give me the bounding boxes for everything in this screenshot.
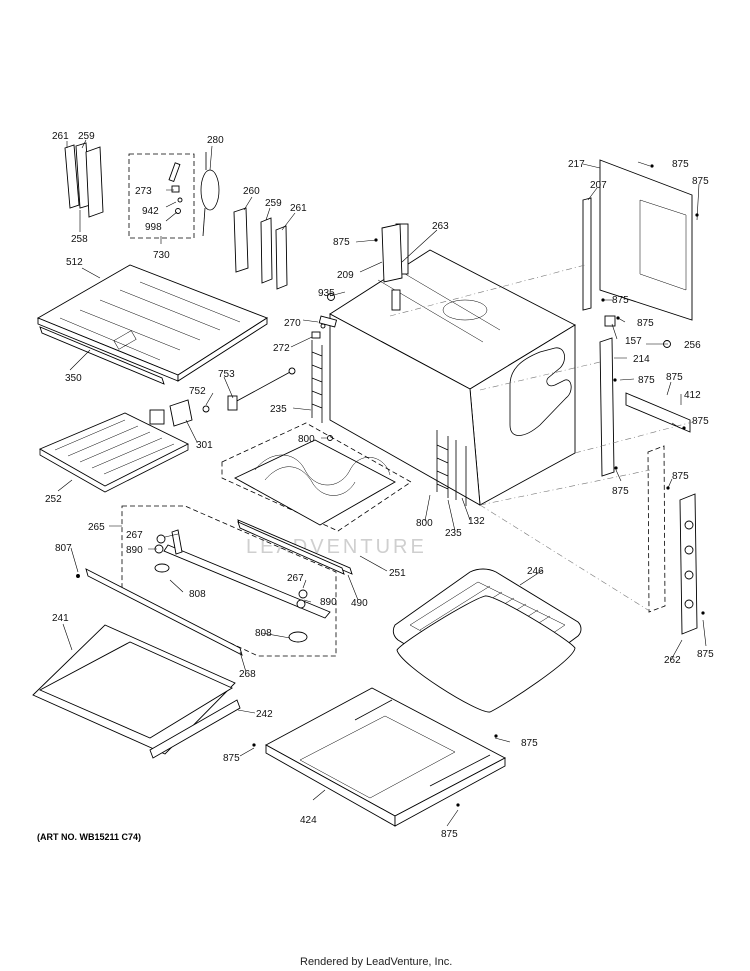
callout-875-r4[interactable]: 875 bbox=[638, 375, 655, 386]
part-412-bracket bbox=[625, 392, 691, 433]
callout-875-r7[interactable]: 875 bbox=[612, 486, 629, 497]
screw-dots bbox=[76, 164, 705, 807]
part-280-cable bbox=[200, 152, 220, 237]
part-490-strip bbox=[237, 521, 345, 575]
callout-301[interactable]: 301 bbox=[196, 440, 213, 451]
part-157-switch bbox=[604, 315, 616, 327]
callout-217[interactable]: 217 bbox=[568, 159, 585, 170]
callout-260[interactable]: 260 bbox=[243, 186, 260, 197]
part-350-strip bbox=[39, 326, 165, 385]
part-214-rail bbox=[599, 337, 615, 477]
part-512-top-panel bbox=[36, 264, 268, 382]
callout-935[interactable]: 935 bbox=[318, 288, 335, 299]
callout-875-r5[interactable]: 875 bbox=[666, 372, 683, 383]
part-753-sensor bbox=[227, 367, 296, 411]
callout-808[interactable]: 808 bbox=[189, 589, 206, 600]
part-217-side-panel bbox=[599, 159, 693, 321]
part-246-broiler-pan bbox=[392, 568, 582, 713]
part-730-assembly bbox=[128, 153, 195, 239]
callout-490[interactable]: 490 bbox=[351, 598, 368, 609]
callout-875-b3[interactable]: 875 bbox=[441, 829, 458, 840]
part-424-bottom-panel bbox=[265, 687, 506, 827]
callout-235[interactable]: 235 bbox=[270, 404, 287, 415]
part-209-bracket bbox=[381, 223, 403, 283]
callout-263[interactable]: 263 bbox=[432, 221, 449, 232]
callout-350[interactable]: 350 bbox=[65, 373, 82, 384]
part-258-vent bbox=[64, 142, 104, 218]
part-241-oven-rack bbox=[32, 624, 241, 759]
part-752-screw bbox=[202, 405, 210, 413]
callout-800[interactable]: 800 bbox=[298, 434, 315, 445]
callout-268[interactable]: 268 bbox=[239, 669, 256, 680]
callout-259-b[interactable]: 259 bbox=[265, 198, 282, 209]
callout-890[interactable]: 890 bbox=[126, 545, 143, 556]
callout-280[interactable]: 280 bbox=[207, 135, 224, 146]
leader-lines bbox=[57, 139, 707, 827]
callout-252[interactable]: 252 bbox=[45, 494, 62, 505]
part-235-rack-support-right bbox=[436, 430, 467, 506]
part-252-bake-element bbox=[38, 412, 190, 493]
callout-890-b[interactable]: 890 bbox=[320, 597, 337, 608]
callout-261[interactable]: 261 bbox=[52, 131, 69, 142]
callout-267[interactable]: 267 bbox=[126, 530, 143, 541]
callout-752[interactable]: 752 bbox=[189, 386, 206, 397]
callout-998[interactable]: 998 bbox=[145, 222, 162, 233]
callout-875-209[interactable]: 875 bbox=[333, 237, 350, 248]
callout-242[interactable]: 242 bbox=[256, 709, 273, 720]
callout-875-r3[interactable]: 875 bbox=[637, 318, 654, 329]
callout-235-b[interactable]: 235 bbox=[445, 528, 462, 539]
callout-800-b[interactable]: 800 bbox=[416, 518, 433, 529]
callout-730[interactable]: 730 bbox=[153, 250, 170, 261]
callout-424[interactable]: 424 bbox=[300, 815, 317, 826]
callout-273[interactable]: 273 bbox=[135, 186, 152, 197]
footer-credit[interactable]: Rendered by LeadVenture, Inc. bbox=[300, 956, 452, 968]
callout-270[interactable]: 270 bbox=[284, 318, 301, 329]
callout-807[interactable]: 807 bbox=[55, 543, 72, 554]
callout-875-b1[interactable]: 875 bbox=[223, 753, 240, 764]
part-301-bracket bbox=[149, 399, 193, 427]
oven-cavity bbox=[320, 223, 576, 506]
callout-267-b[interactable]: 267 bbox=[287, 573, 304, 584]
part-265-assembly bbox=[121, 505, 337, 657]
callout-875-r6[interactable]: 875 bbox=[692, 416, 709, 427]
callout-272[interactable]: 272 bbox=[273, 343, 290, 354]
callout-808-b[interactable]: 808 bbox=[255, 628, 272, 639]
part-235-rack-support-left bbox=[311, 340, 323, 423]
art-number: (ART NO. WB15211 C74) bbox=[37, 832, 141, 842]
callout-214[interactable]: 214 bbox=[633, 354, 650, 365]
callout-753[interactable]: 753 bbox=[218, 369, 235, 380]
callout-875-r8[interactable]: 875 bbox=[672, 471, 689, 482]
callout-209[interactable]: 209 bbox=[337, 270, 354, 281]
alignment-lines bbox=[389, 264, 701, 611]
callout-246[interactable]: 246 bbox=[527, 566, 544, 577]
callout-875-217[interactable]: 875 bbox=[672, 159, 689, 170]
callout-132[interactable]: 132 bbox=[468, 516, 485, 527]
part-260-vent bbox=[233, 207, 288, 290]
callout-875-r1[interactable]: 875 bbox=[692, 176, 709, 187]
callout-258[interactable]: 258 bbox=[71, 234, 88, 245]
callout-412[interactable]: 412 bbox=[684, 390, 701, 401]
callout-942[interactable]: 942 bbox=[142, 206, 159, 217]
callout-157[interactable]: 157 bbox=[625, 336, 642, 347]
callout-512[interactable]: 512 bbox=[66, 257, 83, 268]
part-262-hinge-receiver bbox=[647, 445, 698, 635]
callout-875-r9[interactable]: 875 bbox=[697, 649, 714, 660]
callout-262[interactable]: 262 bbox=[664, 655, 681, 666]
part-207-bracket bbox=[582, 197, 592, 311]
callout-241[interactable]: 241 bbox=[52, 613, 69, 624]
callout-265[interactable]: 265 bbox=[88, 522, 105, 533]
callout-207[interactable]: 207 bbox=[590, 180, 607, 191]
callout-256[interactable]: 256 bbox=[684, 340, 701, 351]
callout-259[interactable]: 259 bbox=[78, 131, 95, 142]
callout-261-b[interactable]: 261 bbox=[290, 203, 307, 214]
callout-875-b2[interactable]: 875 bbox=[521, 738, 538, 749]
callout-875-r2[interactable]: 875 bbox=[612, 295, 629, 306]
callout-251[interactable]: 251 bbox=[389, 568, 406, 579]
part-270-hinge bbox=[311, 315, 338, 339]
